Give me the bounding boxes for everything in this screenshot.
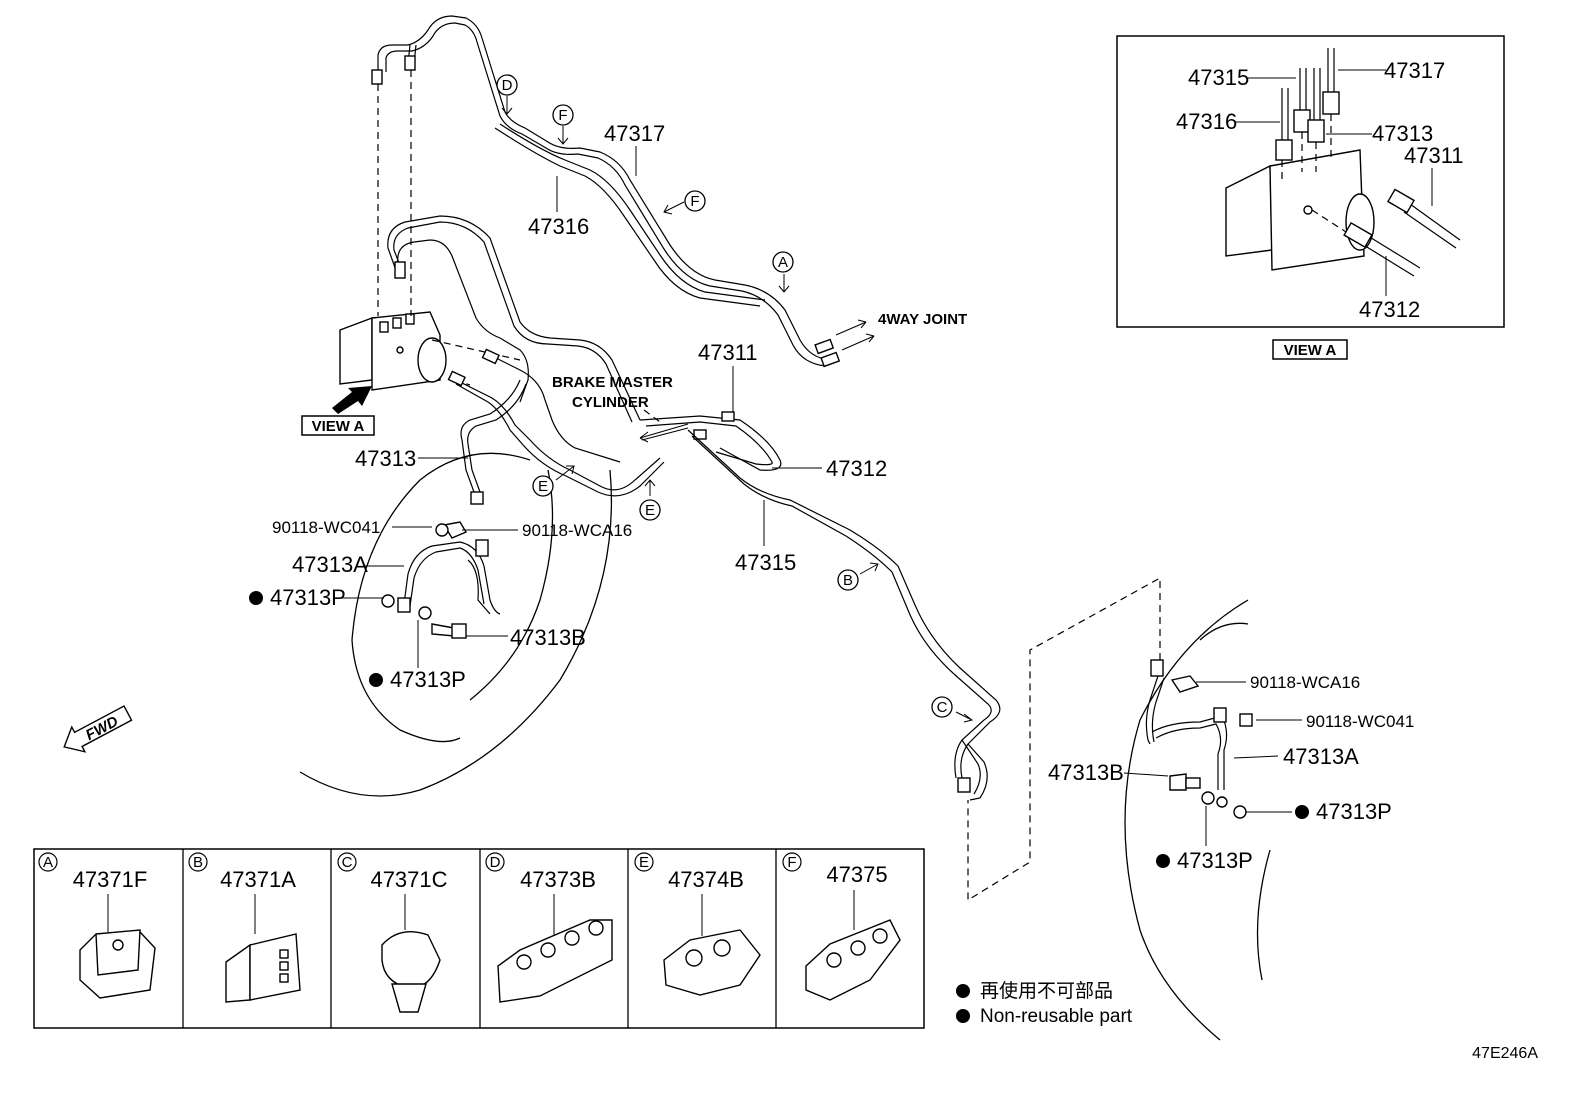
brake-master-arrows (639, 409, 689, 443)
clip-cell-letter: E (639, 854, 649, 871)
inset-label-47316: 47316 (1176, 109, 1237, 134)
abs-actuator (339, 311, 447, 391)
diagram-code: 47E246A (1472, 1045, 1538, 1062)
clip-cell-letter: A (43, 854, 53, 871)
clip-cell-A: A 47371F (38, 852, 156, 999)
inset-label-47315: 47315 (1188, 65, 1249, 90)
label-47313b-left: 47313B (510, 625, 586, 650)
inset-label-47313: 47313 (1372, 121, 1433, 146)
clip-cell-part: 47371A (220, 867, 296, 892)
label-90118-wca16-right: 90118-WCA16 (1250, 673, 1360, 692)
rear-dash-connector (967, 576, 1161, 902)
rear-hose (1145, 659, 1253, 819)
non-reusable-dot (1295, 805, 1309, 819)
clip-marker-E2: E (639, 499, 661, 521)
label-47317: 47317 (604, 121, 665, 146)
label-47313a-right: 47313A (1283, 744, 1359, 769)
clip-cell-part: 47373B (520, 867, 596, 892)
clip-marker-E1: E (532, 475, 554, 497)
clip-marker-B: B (837, 569, 859, 591)
label-47316: 47316 (528, 214, 589, 239)
tube-47315 (687, 429, 1001, 801)
label-47313a-left: 47313A (292, 552, 368, 577)
label-47313: 47313 (355, 446, 416, 471)
clip-cell-part: 47371C (370, 867, 447, 892)
actuator-tubes (387, 215, 665, 497)
inset-label-47311: 47311 (1404, 143, 1464, 168)
legend-jp: 再使用不可部品 (980, 980, 1113, 1002)
clip-marker-F1: F (552, 104, 574, 126)
view-a-label-main: VIEW A (312, 418, 365, 435)
label-90118-wc041-right: 90118-WC041 (1306, 712, 1414, 731)
svg-text:C: C (937, 699, 948, 716)
legend-en: Non-reusable part (980, 1006, 1133, 1027)
svg-text:B: B (843, 572, 853, 589)
label-47313b-right: 47313B (1048, 760, 1124, 785)
clip-cell-part: 47375 (826, 862, 887, 887)
leader-lines (342, 146, 1302, 846)
clip-cell-D: D 47373B (485, 852, 613, 1003)
label-90118-wca16-left: 90118-WCA16 (522, 521, 632, 540)
upper-brake-tubes (371, 15, 841, 368)
label-90118-wc041-left: 90118-WC041 (272, 518, 380, 537)
label-47313p-right-1: 47313P (1316, 799, 1392, 824)
clip-cell-C: C 47371C (337, 852, 448, 1013)
clip-cell-B: B 47371A (188, 852, 301, 1003)
clip-cell-F: F 47375 (782, 852, 901, 1001)
label-47313p-left-1: 47313P (270, 585, 346, 610)
front-wheel-outline (299, 452, 613, 797)
svg-text:F: F (558, 107, 567, 124)
clip-cell-part: 47374B (668, 867, 744, 892)
non-reusable-dot (249, 591, 263, 605)
legend: 再使用不可部品 Non-reusable part (956, 980, 1133, 1027)
non-reusable-dot (1156, 854, 1170, 868)
label-47313p-left-2: 47313P (390, 667, 466, 692)
view-a-inset (1116, 35, 1505, 328)
clip-marker-A: A (772, 251, 794, 273)
svg-text:F: F (690, 193, 699, 210)
svg-text:E: E (645, 502, 655, 519)
view-a-label-inset: VIEW A (1284, 342, 1337, 359)
tube-47313 (460, 379, 527, 505)
label-47313p-right-2: 47313P (1177, 848, 1253, 873)
clip-marker-arrows (501, 96, 974, 723)
clip-cell-part: 47371F (73, 867, 148, 892)
brake-master-label-1: BRAKE MASTER (552, 374, 673, 391)
label-47311: 47311 (698, 340, 758, 365)
svg-text:A: A (778, 254, 788, 271)
label-47312: 47312 (826, 456, 887, 481)
inset-label-47317: 47317 (1384, 58, 1445, 83)
svg-text:E: E (538, 478, 548, 495)
fwd-arrow: FWD (63, 705, 133, 753)
view-a-box-inset (1272, 339, 1348, 360)
clip-cell-letter: C (342, 854, 353, 871)
rear-wheel-outline (1124, 599, 1271, 1041)
fourway-arrows (835, 319, 875, 351)
clip-cell-letter: F (787, 854, 796, 871)
front-hose (381, 521, 501, 639)
inset-label-47312: 47312 (1359, 297, 1420, 322)
tubes-47311-47312 (639, 411, 782, 471)
non-reusable-dot (369, 673, 383, 687)
brake-master-label-2: CYLINDER (572, 394, 649, 411)
clip-marker-F2: F (684, 190, 706, 212)
fourway-joint-label: 4WAY JOINT (878, 311, 967, 328)
clip-table (33, 848, 925, 1029)
view-a-box-main (301, 415, 375, 436)
clip-cell-E: E 47374B (634, 852, 761, 996)
view-a-arrow (332, 386, 372, 414)
clip-cell-letter: D (490, 854, 501, 871)
svg-text:D: D (502, 77, 513, 94)
clip-cell-letter: B (193, 854, 203, 871)
clip-marker-C: C (931, 696, 953, 718)
clip-marker-D: D (496, 74, 518, 96)
label-47315: 47315 (735, 550, 796, 575)
